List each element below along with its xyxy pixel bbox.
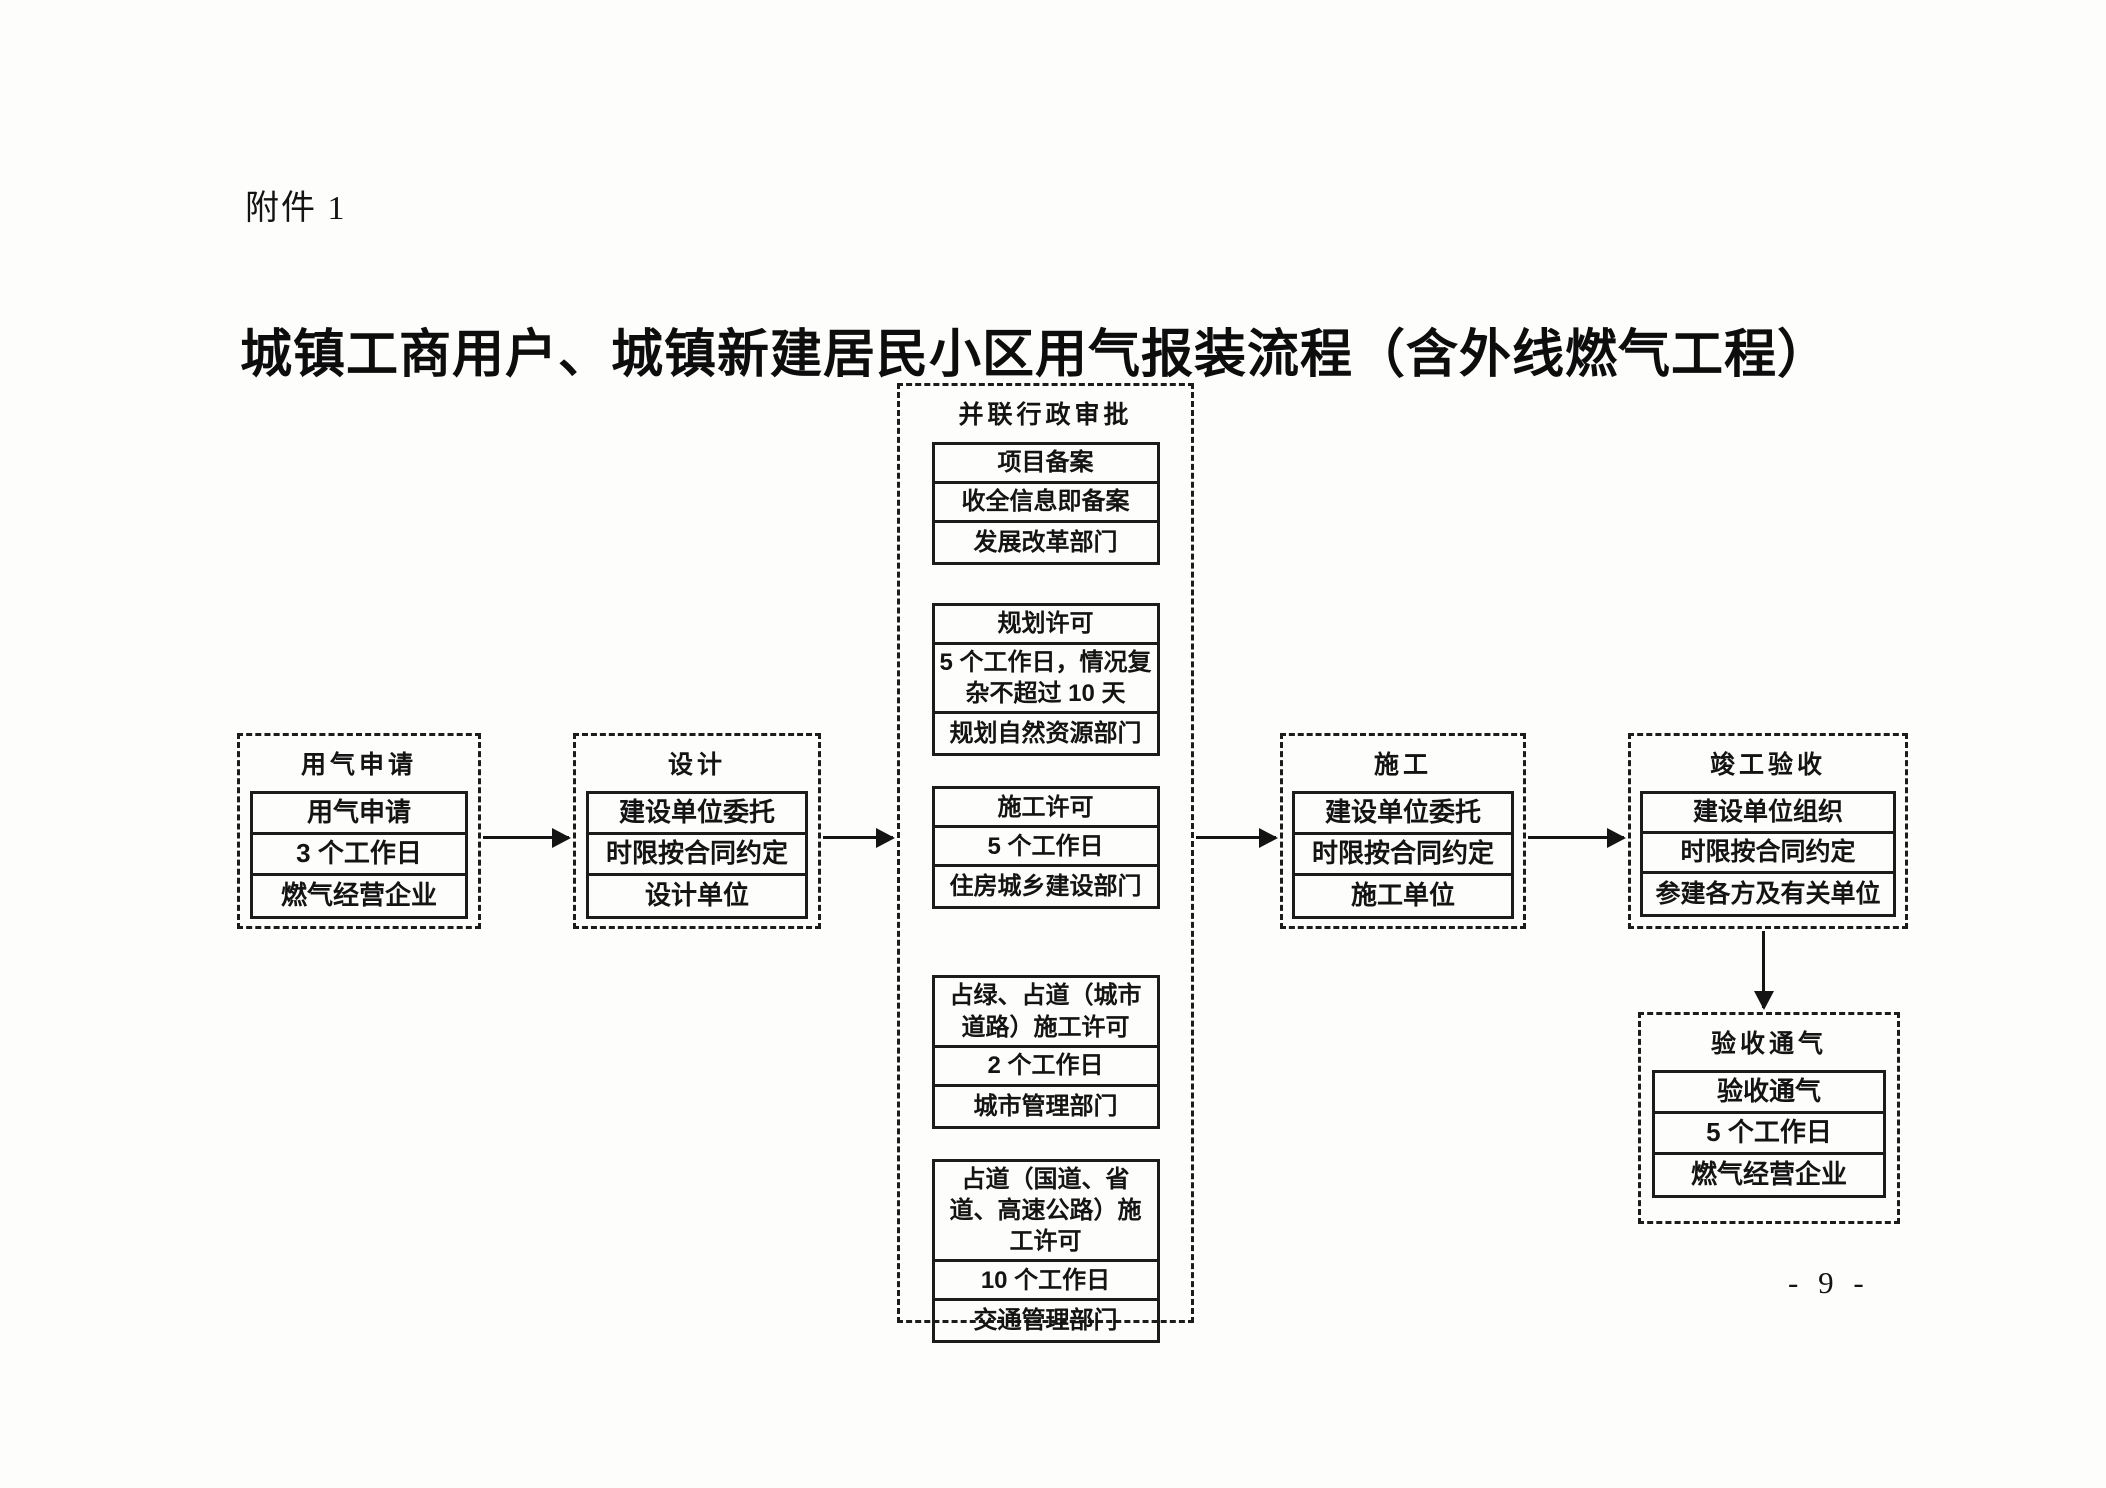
- stage-construction: 施工 建设单位委托 时限按合同约定 施工单位: [1280, 733, 1526, 929]
- stage-title: 竣工验收: [1709, 751, 1826, 779]
- time-limit-row: 2 个工作日: [934, 1048, 1157, 1087]
- department-row: 设计单位: [644, 879, 749, 910]
- department-row: 住房城乡建设部门: [949, 873, 1142, 901]
- approval-group-construction-permit: 施工许可 5 个工作日 住房城乡建设部门: [931, 786, 1160, 910]
- page-title: 城镇工商用户、城镇新建居民小区用气报装流程（含外线燃气工程）: [240, 327, 1831, 384]
- stage-gas-application: 用气申请 用气申请 3 个工作日 燃气经营企业: [237, 733, 481, 929]
- stage-completion-acceptance: 竣工验收 建设单位组织 时限按合同约定 参建各方及有关单位: [1628, 733, 1908, 929]
- page-number: - 9 -: [1788, 1265, 1870, 1300]
- arrow-acceptance-to-gas-supply: [1762, 931, 1765, 1008]
- approval-group-planning-permit: 规划许可 5 个工作日，情况复杂不超过 10 天 规划自然资源部门: [931, 603, 1160, 757]
- time-limit-row: 3 个工作日: [253, 835, 465, 876]
- time-limit-row: 收全信息即备案: [934, 484, 1157, 523]
- stage-table: 验收通气 5 个工作日 燃气经营企业: [1652, 1070, 1886, 1198]
- stage-title: 并联行政审批: [958, 401, 1133, 429]
- department-row: 发展改革部门: [973, 528, 1118, 556]
- approval-group-city-road-permit: 占绿、占道（城市道路）施工许可 2 个工作日 城市管理部门: [931, 975, 1160, 1129]
- time-limit-row: 5 个工作日: [934, 828, 1157, 868]
- time-limit-row: 时限按合同约定: [1643, 834, 1893, 874]
- step-name-row: 规划许可: [934, 606, 1157, 645]
- step-name-row: 建设单位委托: [589, 794, 805, 835]
- arrow-approval-to-construction: [1196, 836, 1276, 839]
- time-limit-row: 10 个工作日: [934, 1262, 1157, 1302]
- time-limit-row: 5 个工作日: [1655, 1114, 1883, 1155]
- stage-design: 设计 建设单位委托 时限按合同约定 设计单位: [573, 733, 821, 929]
- stage-title: 设计: [667, 751, 726, 779]
- step-name-row: 用气申请: [253, 794, 465, 835]
- department-row: 参建各方及有关单位: [1655, 879, 1881, 908]
- step-name-row: 占道（国道、省道、高速公路）施工许可: [934, 1162, 1157, 1263]
- attachment-label: 附件 1: [245, 190, 347, 227]
- stage-table: 建设单位委托 时限按合同约定 施工单位: [1292, 791, 1514, 919]
- time-limit-row: 时限按合同约定: [589, 835, 805, 876]
- arrow-construction-to-acceptance: [1528, 836, 1624, 839]
- stage-table: 用气申请 3 个工作日 燃气经营企业: [250, 791, 468, 919]
- step-name-row: 项目备案: [934, 445, 1157, 484]
- stage-title: 用气申请: [300, 751, 417, 779]
- approval-group-project-filing: 项目备案 收全信息即备案 发展改革部门: [931, 442, 1160, 565]
- stage-acceptance-gas-supply: 验收通气 验收通气 5 个工作日 燃气经营企业: [1638, 1012, 1900, 1224]
- stage-table: 建设单位委托 时限按合同约定 设计单位: [586, 791, 808, 919]
- step-name-row: 建设单位组织: [1643, 794, 1893, 834]
- stage-title: 施工: [1373, 751, 1432, 779]
- step-name-row: 占绿、占道（城市道路）施工许可: [934, 978, 1157, 1048]
- department-row: 交通管理部门: [973, 1307, 1118, 1335]
- department-row: 施工单位: [1350, 879, 1455, 910]
- department-row: 城市管理部门: [973, 1092, 1118, 1120]
- time-limit-row: 5 个工作日，情况复杂不超过 10 天: [934, 645, 1157, 715]
- stage-table: 建设单位组织 时限按合同约定 参建各方及有关单位: [1640, 791, 1896, 917]
- approval-group-highway-permit: 占道（国道、省道、高速公路）施工许可 10 个工作日 交通管理部门: [931, 1158, 1160, 1344]
- time-limit-row: 时限按合同约定: [1295, 835, 1511, 876]
- stage-title: 验收通气: [1710, 1030, 1827, 1058]
- step-name-row: 施工许可: [934, 789, 1157, 829]
- step-name-row: 验收通气: [1655, 1073, 1883, 1114]
- department-row: 燃气经营企业: [280, 879, 437, 910]
- arrow-application-to-design: [483, 836, 569, 839]
- arrow-design-to-approval: [823, 836, 893, 839]
- step-name-row: 建设单位委托: [1295, 794, 1511, 835]
- department-row: 规划自然资源部门: [949, 720, 1142, 748]
- stage-parallel-approval: 并联行政审批 项目备案 收全信息即备案 发展改革部门 规划许可 5 个工作日，情…: [897, 383, 1194, 1344]
- department-row: 燃气经营企业: [1690, 1158, 1847, 1189]
